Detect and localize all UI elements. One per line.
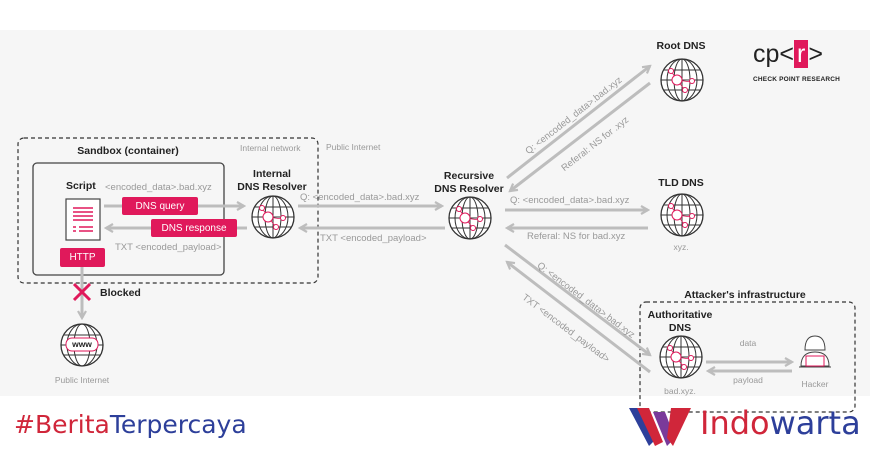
arrow-to-authoritative xyxy=(504,243,650,355)
hashtag-blue: Terpercaya xyxy=(109,410,247,439)
txt-response-label: TXT <encoded_payload> xyxy=(115,242,222,253)
blocked-label: Blocked xyxy=(100,287,141,299)
arrow-to-root xyxy=(506,66,650,180)
dns-query-badge: DNS query xyxy=(122,197,198,215)
recursive-resolver-label-1: Recursive xyxy=(443,170,495,182)
hacker-icon xyxy=(799,335,831,368)
indowarta-brand: Indowarta xyxy=(700,404,861,442)
tld-referral-label: Referal: NS for bad.xyz xyxy=(527,231,626,242)
authoritative-label-1: Authoritative xyxy=(647,309,713,321)
arrow-from-root xyxy=(510,81,651,191)
public-internet-zone-label: Public Internet xyxy=(326,142,381,152)
indowarta-logo-icon xyxy=(629,408,691,446)
root-dns-globe-icon xyxy=(660,58,704,102)
cpr-logo-left: cp< xyxy=(753,40,795,68)
script-label: Script xyxy=(66,180,96,192)
sandbox-title: Sandbox (container) xyxy=(77,145,179,157)
hashtag-berita-terpercaya: #BeritaTerpercaya xyxy=(14,410,247,439)
tld-zone-label: xyz. xyxy=(673,242,689,252)
brand-blue: warta xyxy=(769,404,861,442)
internal-network-label: Internal network xyxy=(240,143,301,153)
internal-resolver-label-1: Internal xyxy=(253,168,291,180)
tld-dns-label: TLD DNS xyxy=(658,177,704,189)
attacker-boundary xyxy=(639,301,856,413)
authoritative-dns-globe-icon xyxy=(659,335,703,379)
cpr-logo-r: r xyxy=(794,40,809,68)
authoritative-label-2: DNS xyxy=(668,322,692,334)
script-icon xyxy=(65,198,101,241)
internal-query-label: Q: <encoded_data>.bad.xyz xyxy=(300,192,420,203)
authoritative-zone-label: bad.xyz. xyxy=(664,386,696,396)
query-domain-label: <encoded_data>.bad.xyz xyxy=(105,182,212,193)
www-label: www xyxy=(72,339,92,349)
recursive-resolver-globe-icon xyxy=(448,196,492,240)
blocked-x-icon xyxy=(72,282,92,302)
internal-response-label: TXT <encoded_payload> xyxy=(320,233,427,244)
internal-resolver-globe-icon xyxy=(251,195,295,239)
check-point-research-logo: cp<r> CHECK POINT RESEARCH xyxy=(753,40,841,83)
hashtag-red: #Berita xyxy=(14,410,110,439)
recursive-resolver-label-2: DNS Resolver xyxy=(434,183,504,195)
sandbox-boundary xyxy=(17,137,319,284)
dns-response-badge: DNS response xyxy=(151,219,237,237)
public-internet-label: Public Internet xyxy=(54,375,110,385)
http-badge: HTTP xyxy=(60,248,105,267)
tld-dns-globe-icon xyxy=(660,193,704,237)
cpr-logo-subtitle: CHECK POINT RESEARCH xyxy=(753,76,841,83)
arrow-from-authoritative xyxy=(507,262,651,374)
tld-query-label: Q: <encoded_data>.bad.xyz xyxy=(510,195,630,206)
root-dns-label: Root DNS xyxy=(656,40,706,52)
hacker-label: Hacker xyxy=(801,379,829,389)
internal-resolver-label-2: DNS Resolver xyxy=(237,181,307,193)
cpr-logo-right: > xyxy=(808,40,823,68)
www-globe-icon xyxy=(60,323,104,367)
payload-label: payload xyxy=(733,375,763,385)
brand-red: Indo xyxy=(700,404,770,442)
attacker-infra-title: Attacker's infrastructure xyxy=(684,289,806,301)
data-label: data xyxy=(739,338,757,348)
